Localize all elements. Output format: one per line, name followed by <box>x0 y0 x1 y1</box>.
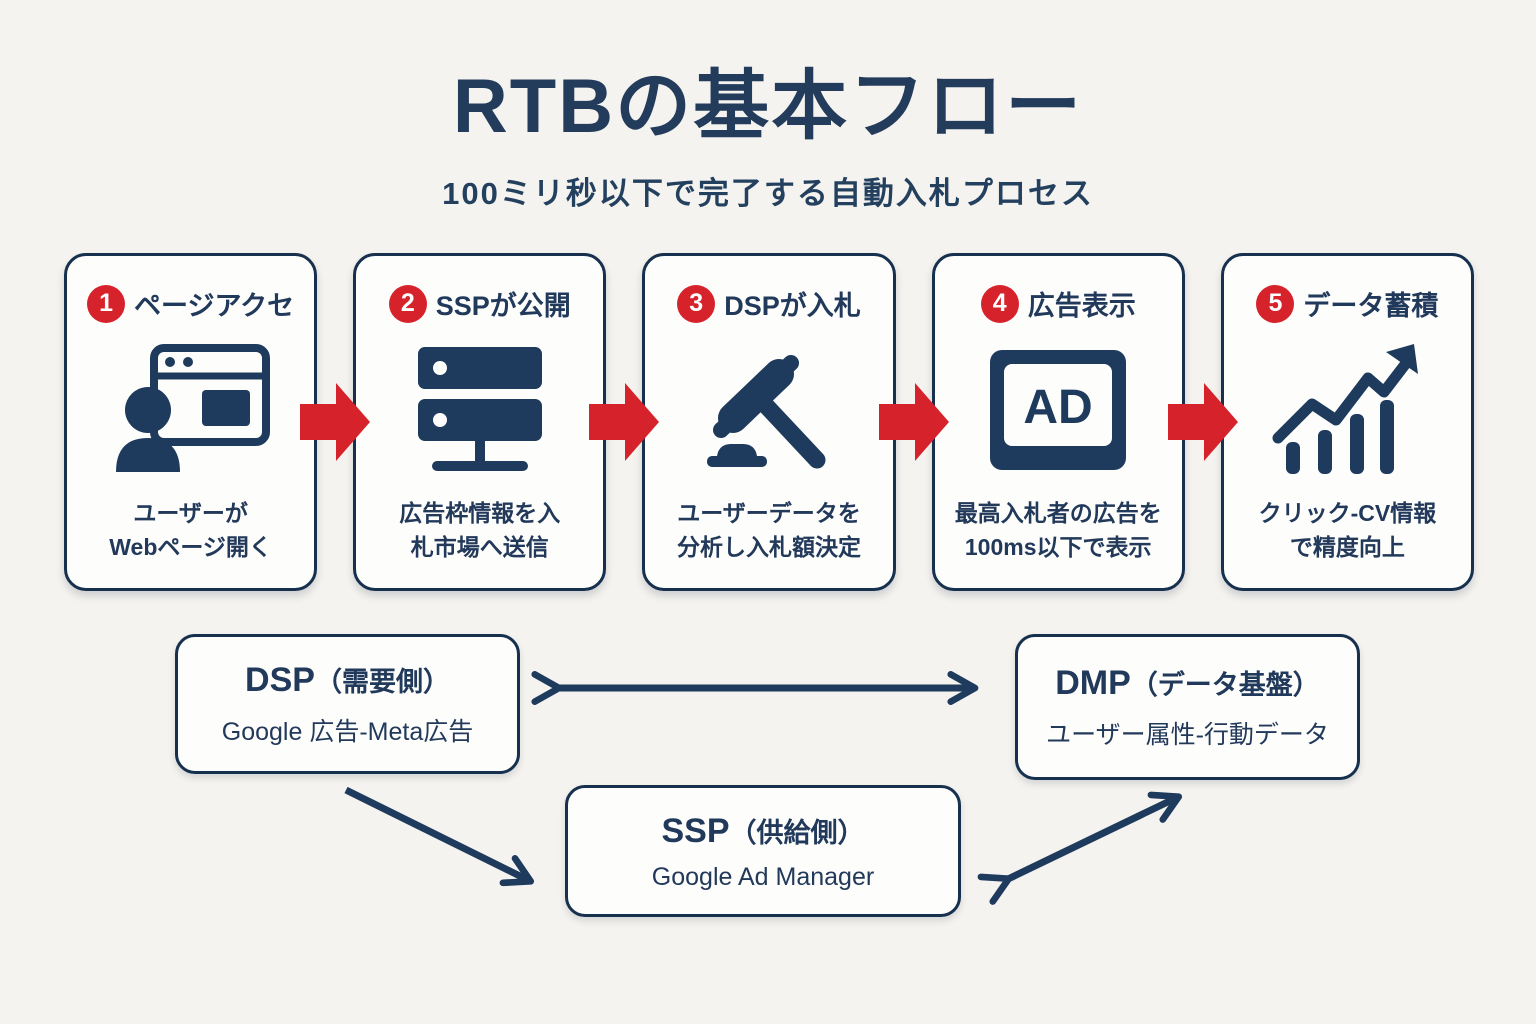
flow-arrow-4 <box>1167 253 1238 591</box>
step-4-header: 4 広告表示 <box>980 284 1136 323</box>
step-1-header: 1 ページアクセ <box>87 284 294 323</box>
step-1-desc-line2: Webページ開く <box>109 533 272 560</box>
step-card-2: 2 SSPが公開 広告枠情報を入 札市場へ送信 <box>353 253 607 591</box>
step-3-desc-line1: ユーザーデータを <box>677 500 861 527</box>
step-5-desc-line1: クリック-CV情報 <box>1258 500 1437 527</box>
page-subtitle: 100ミリ秒以下で完了する自動入札プロセス <box>442 176 1094 211</box>
ad-display-icon: AD <box>943 323 1174 497</box>
step-2-desc-line1: 広告枠情報を入 <box>399 500 561 527</box>
step-1-description: ユーザーが Webページ開く <box>109 497 272 564</box>
dmp-name: DMP <box>1055 664 1131 702</box>
ssp-role: （供給側） <box>729 817 865 848</box>
relationship-arrows <box>344 671 1183 905</box>
step-card-3: 3 DSPが入札 ユーザーデータを 分析し入札額決定 <box>642 253 896 591</box>
dmp-detail: ユーザー属性-行動データ <box>1046 721 1329 749</box>
step-4-title: 広告表示 <box>1027 291 1136 321</box>
ssp-title: SSP（供給側） <box>661 811 864 851</box>
ssp-box: SSP（供給側） Google Ad Manager <box>565 785 961 917</box>
step-card-1: 1 ページアクセ ユーザーが Webページ開く <box>64 253 318 591</box>
flow-arrow-3 <box>878 253 949 591</box>
step-3-number-badge: 3 <box>677 284 716 323</box>
gavel-icon <box>653 323 884 497</box>
ad-label: AD <box>1024 381 1093 434</box>
step-5-desc-line2: で精度向上 <box>1289 533 1405 560</box>
page-title: RTBの基本フロー <box>452 64 1084 149</box>
dmp-box: DMP（データ基盤） ユーザー属性-行動データ <box>1015 634 1360 780</box>
step-2-desc-line2: 札市場へ送信 <box>410 533 549 560</box>
dsp-role: （需要側） <box>314 667 450 697</box>
step-1-number-badge: 1 <box>87 284 126 323</box>
step-3-title: DSPが入札 <box>724 291 861 321</box>
dsp-box: DSP（需要側） Google 広告-Meta広告 <box>175 634 520 774</box>
ssp-detail: Google Ad Manager <box>651 862 875 891</box>
user-browser-icon <box>75 323 306 497</box>
step-1-desc-line1: ユーザーが <box>133 500 248 527</box>
step-2-number-badge: 2 <box>388 284 427 323</box>
dmp-title: DMP（データ基盤） <box>1055 663 1320 703</box>
step-3-description: ユーザーデータを 分析し入札額決定 <box>677 497 861 564</box>
dsp-detail: Google 広告-Meta広告 <box>221 718 474 746</box>
step-4-desc-line1: 最高入札者の広告を <box>954 500 1162 527</box>
step-1-title: ページアクセ <box>134 291 295 321</box>
step-card-4: 4 広告表示 AD 最高入札者の広告を 100ms以下で表示 <box>931 253 1185 591</box>
header: RTBの基本フロー 100ミリ秒以下で完了する自動入札プロセス <box>0 0 1536 213</box>
ssp-dmp-arrow <box>977 791 1183 905</box>
dsp-title: DSP（需要側） <box>245 660 450 700</box>
step-4-description: 最高入札者の広告を 100ms以下で表示 <box>955 497 1162 564</box>
relationship-section: DSP（需要側） Google 広告-Meta広告 DMP（データ基盤） ユーザ… <box>0 622 1536 1022</box>
step-5-description: クリック-CV情報 で精度向上 <box>1259 497 1437 564</box>
growth-chart-icon <box>1232 323 1463 497</box>
step-5-title: データ蓄積 <box>1303 291 1439 321</box>
step-5-number-badge: 5 <box>1256 284 1295 323</box>
step-2-description: 広告枠情報を入 札市場へ送信 <box>399 497 560 564</box>
step-4-desc-line2: 100ms以下で表示 <box>964 533 1152 560</box>
step-2-header: 2 SSPが公開 <box>388 284 571 323</box>
step-4-number-badge: 4 <box>980 284 1019 323</box>
flow-arrow-1 <box>300 253 371 591</box>
dmp-role: （データ基盤） <box>1130 670 1320 700</box>
steps-row: 1 ページアクセ ユーザーが Webページ開く <box>64 253 1475 591</box>
ssp-name: SSP <box>661 811 730 850</box>
step-3-header: 3 DSPが入札 <box>677 284 861 323</box>
step-2-title: SSPが公開 <box>435 291 571 321</box>
flow-arrow-2 <box>589 253 660 591</box>
step-3-desc-line2: 分析し入札額決定 <box>677 533 861 560</box>
dsp-ssp-arrow <box>344 786 535 887</box>
dsp-name: DSP <box>245 661 315 699</box>
step-5-header: 5 データ蓄積 <box>1256 284 1438 323</box>
ad-server-icon <box>364 323 595 497</box>
step-card-5: 5 データ蓄積 クリック-CV情報 で精度向上 <box>1220 253 1475 591</box>
